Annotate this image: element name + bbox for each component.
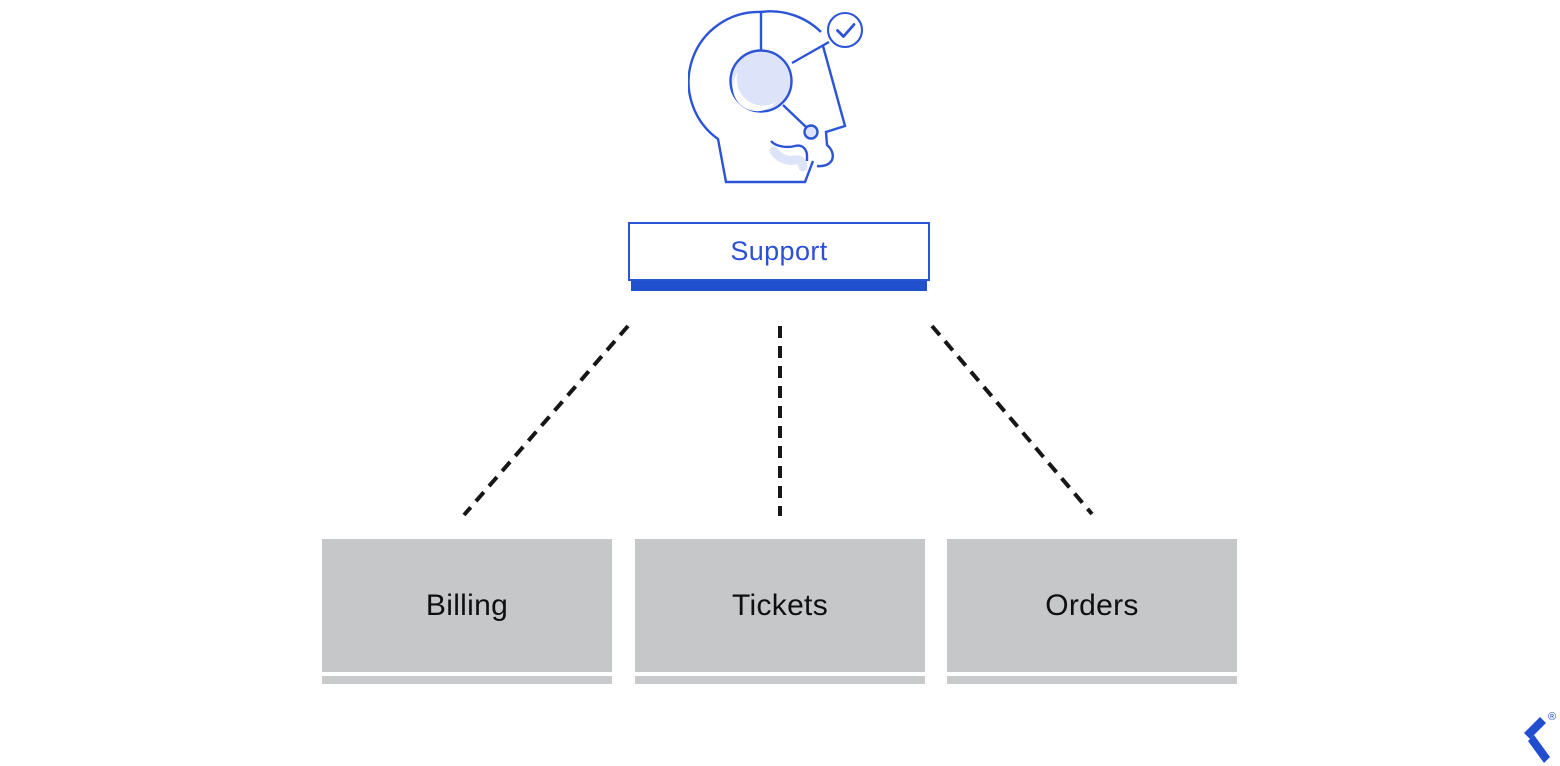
connector-line-orders bbox=[930, 324, 1094, 516]
tickets-node-shadow bbox=[635, 676, 925, 684]
billing-node-shadow bbox=[322, 676, 612, 684]
support-node: Support bbox=[628, 222, 930, 281]
tickets-node-label: Tickets bbox=[732, 588, 828, 622]
support-agent-headset-icon bbox=[688, 10, 864, 184]
checkmark-badge-icon bbox=[826, 11, 864, 49]
connector-line-billing bbox=[462, 324, 630, 517]
checkmark-icon bbox=[836, 23, 856, 38]
tickets-node: Tickets bbox=[635, 539, 925, 672]
support-node-underline bbox=[631, 281, 927, 291]
toptal-logo: ® bbox=[1518, 711, 1560, 764]
jaw-shadow bbox=[769, 146, 808, 172]
toptal-logo-mark bbox=[1524, 717, 1550, 763]
registered-trademark-symbol: ® bbox=[1548, 711, 1557, 723]
support-node-label: Support bbox=[730, 236, 828, 266]
orders-node-shadow bbox=[947, 676, 1237, 684]
earpad-highlight bbox=[732, 72, 776, 112]
orders-node-label: Orders bbox=[1045, 588, 1139, 622]
badge-connector-line bbox=[791, 40, 830, 65]
microphone-icon bbox=[803, 124, 819, 140]
head-profile-icon bbox=[688, 10, 847, 184]
billing-node-label: Billing bbox=[425, 588, 509, 622]
billing-node: Billing bbox=[322, 539, 612, 672]
headset-earpad-icon bbox=[729, 49, 793, 113]
orders-node: Orders bbox=[947, 539, 1237, 672]
headset-icon bbox=[729, 49, 819, 140]
